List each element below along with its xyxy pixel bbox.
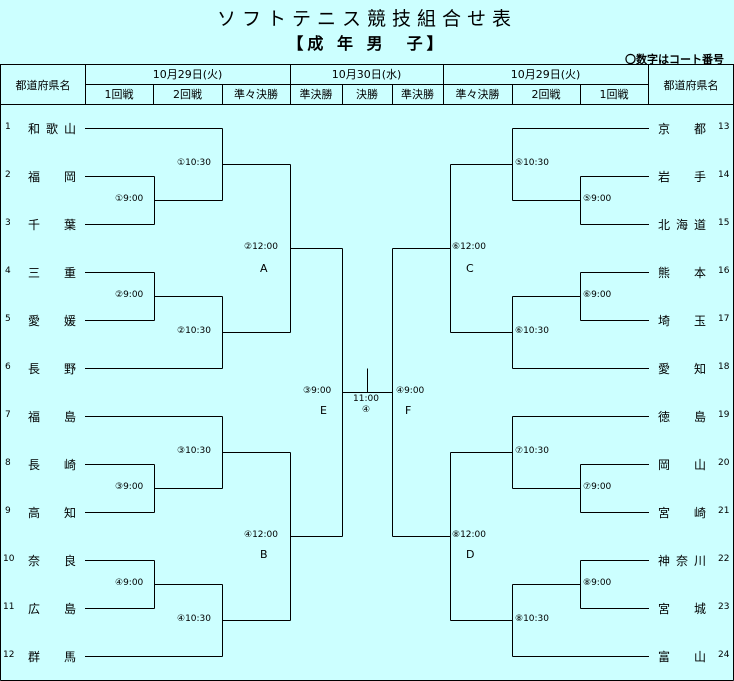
team-name: 徳島 <box>658 410 706 424</box>
team-name: 高知 <box>28 506 76 520</box>
team-name: 宮城 <box>658 602 706 616</box>
final-time: 11:00 <box>353 394 379 404</box>
team-name: 神奈川 <box>658 554 706 568</box>
team-seed: 13 <box>718 122 730 132</box>
team-name: 熊本 <box>658 266 706 280</box>
team-seed: 7 <box>5 410 11 420</box>
team-name: 富山 <box>658 650 706 664</box>
match-time: ⑧10:30 <box>515 614 550 624</box>
team-name: 長崎 <box>28 458 76 472</box>
match-time: ④9:00 <box>396 386 425 396</box>
team-seed: 15 <box>718 218 730 228</box>
court-note: 〇数字はコート番号 <box>625 53 724 66</box>
match-time: ④10:30 <box>177 614 212 624</box>
match-time: ⑧12:00 <box>452 530 487 540</box>
team-seed: 2 <box>5 170 11 180</box>
header-date-right: 10月29日(火) <box>510 68 581 81</box>
match-letter: E <box>320 404 327 417</box>
match-time: ①9:00 <box>115 194 144 204</box>
team-seed: 17 <box>718 314 730 324</box>
page-subtitle: 【成 年 男 子】 <box>287 34 447 53</box>
header-pref-right: 都道府県名 <box>663 78 719 92</box>
team-name: 岩手 <box>658 170 706 184</box>
match-time: ①10:30 <box>177 158 212 168</box>
team-seed: 4 <box>5 266 11 276</box>
match-letter: B <box>260 548 268 561</box>
team-seed: 6 <box>5 362 11 372</box>
team-name: 京都 <box>658 122 706 136</box>
header-round-l1: 1回戦 <box>104 88 134 101</box>
team-name: 愛知 <box>658 362 706 376</box>
header-round-l2: 2回戦 <box>173 88 202 101</box>
match-time: ⑦9:00 <box>583 482 612 492</box>
team-seed: 24 <box>718 650 730 660</box>
match-letter: A <box>260 262 268 275</box>
header-round-c2: 決勝 <box>356 88 378 101</box>
match-time: ②10:30 <box>177 326 212 336</box>
team-name: 長野 <box>28 362 76 376</box>
header-round-c1: 準決勝 <box>299 88 333 101</box>
team-name: 北海道 <box>658 218 706 232</box>
match-time: ⑥10:30 <box>515 326 550 336</box>
team-name: 愛媛 <box>28 314 76 328</box>
team-seed: 23 <box>718 602 730 612</box>
team-seed: 9 <box>5 506 11 516</box>
team-name: 千葉 <box>28 218 76 232</box>
page-title: ソフトテニス競技組合せ表 <box>216 8 517 30</box>
team-name: 福岡 <box>28 170 76 184</box>
team-seed: 1 <box>5 122 11 132</box>
match-time: ⑦10:30 <box>515 446 550 456</box>
match-time: ③9:00 <box>303 386 332 396</box>
team-seed: 8 <box>5 458 11 468</box>
team-name: 群馬 <box>28 650 76 664</box>
match-time: ②9:00 <box>115 290 144 300</box>
team-seed: 12 <box>3 650 15 660</box>
match-time: ③9:00 <box>115 482 144 492</box>
match-time: ③10:30 <box>177 446 212 456</box>
final-court: ④ <box>362 405 371 415</box>
team-seed: 19 <box>718 410 730 420</box>
match-time: ④12:00 <box>244 530 279 540</box>
team-seed: 18 <box>718 362 730 372</box>
team-seed: 22 <box>718 554 730 564</box>
header-round-c3: 準決勝 <box>401 88 434 101</box>
match-time: ⑥9:00 <box>583 290 612 300</box>
header-round-r1: 準々決勝 <box>455 88 500 101</box>
team-name: 宮崎 <box>658 506 706 520</box>
team-seed: 14 <box>718 170 730 180</box>
team-seed: 16 <box>718 266 730 276</box>
team-seed: 21 <box>718 506 730 516</box>
team-name: 福島 <box>28 410 76 424</box>
match-time: ⑧9:00 <box>583 578 612 588</box>
team-name: 岡山 <box>658 458 706 472</box>
header-pref-left: 都道府県名 <box>15 78 71 92</box>
header-round-r2: 2回戦 <box>531 88 561 101</box>
header-date-center: 10月30日(水) <box>331 68 402 81</box>
match-time: ④9:00 <box>115 578 144 588</box>
team-seed: 3 <box>5 218 11 228</box>
match-time: ②12:00 <box>244 242 279 252</box>
team-seed: 10 <box>3 554 15 564</box>
header-date-left: 10月29日(火) <box>152 68 223 81</box>
team-name: 奈良 <box>28 554 76 568</box>
team-name: 和歌山 <box>28 122 76 136</box>
team-seed: 20 <box>718 458 730 468</box>
team-name: 埼玉 <box>658 314 706 328</box>
match-time: ⑤10:30 <box>515 158 550 168</box>
match-time: ⑥12:00 <box>452 242 487 252</box>
match-letter: C <box>466 262 474 275</box>
team-name: 三重 <box>28 266 76 280</box>
team-name: 広島 <box>28 602 76 616</box>
header-round-r3: 1回戦 <box>599 88 629 101</box>
team-seed: 11 <box>3 602 15 612</box>
match-letter: D <box>466 548 475 561</box>
header-round-l3: 準々決勝 <box>234 88 278 101</box>
team-seed: 5 <box>5 314 11 324</box>
match-letter: F <box>405 404 412 417</box>
match-time: ⑤9:00 <box>583 194 612 204</box>
